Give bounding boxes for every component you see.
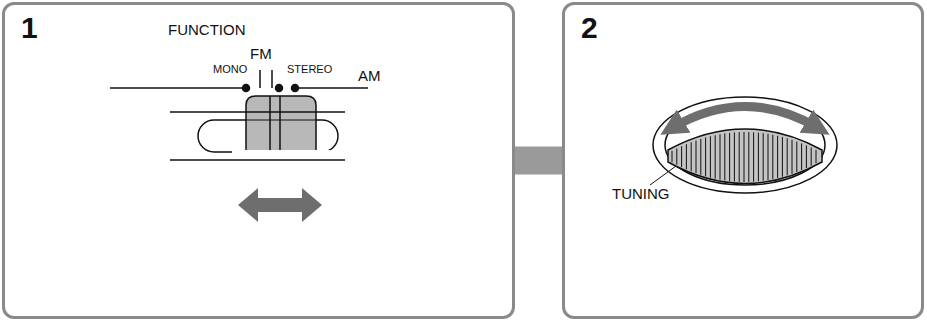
knurl-stroke xyxy=(676,148,677,164)
leader-line xyxy=(650,166,676,185)
step-number: 1 xyxy=(21,13,38,43)
knurl-stroke xyxy=(763,133,764,181)
knurl-stroke xyxy=(806,145,807,168)
knurl-stroke xyxy=(758,133,759,182)
knurl-stroke xyxy=(696,141,697,174)
knurl-stroke xyxy=(753,132,754,181)
tuning-dial xyxy=(653,97,837,193)
knurl-stroke xyxy=(720,134,721,179)
knurl-stroke xyxy=(700,139,701,175)
knurl-stroke xyxy=(792,140,793,174)
knurl-stroke xyxy=(816,150,817,163)
knurl-stroke xyxy=(744,132,745,182)
control-label: AM xyxy=(358,68,381,83)
control-label: STEREO xyxy=(287,64,332,75)
step-connector xyxy=(515,160,562,161)
knurl-stroke xyxy=(686,144,687,169)
knurl-stroke xyxy=(768,134,769,180)
knurl-stroke xyxy=(811,148,812,166)
knurl-stroke xyxy=(729,133,730,181)
knurl-stroke xyxy=(796,142,797,173)
knurl-stroke xyxy=(672,151,673,162)
function-switch xyxy=(110,70,368,160)
knurl-stroke xyxy=(782,137,783,177)
control-label: FM xyxy=(250,46,272,61)
knurl-stroke xyxy=(724,133,725,180)
knurl-stroke xyxy=(715,135,716,179)
knurl-stroke xyxy=(801,143,802,170)
knurl-stroke xyxy=(748,132,749,182)
knurl-stroke xyxy=(705,137,706,176)
knurl-stroke xyxy=(691,142,692,171)
control-label: FUNCTION xyxy=(168,22,246,37)
step-number: 2 xyxy=(581,13,598,43)
knurl-stroke xyxy=(787,138,788,175)
knurl-stroke xyxy=(710,136,711,177)
knurl-stroke xyxy=(734,132,735,181)
slide-arrow xyxy=(238,188,322,222)
knurl-stroke xyxy=(772,135,773,179)
knurl-stroke xyxy=(777,136,778,178)
control-label: TUNING xyxy=(612,186,670,201)
knurl-stroke xyxy=(739,132,740,182)
knurl-stroke xyxy=(681,146,682,167)
control-label: MONO xyxy=(213,64,247,75)
step-panel: 2 xyxy=(562,2,924,319)
